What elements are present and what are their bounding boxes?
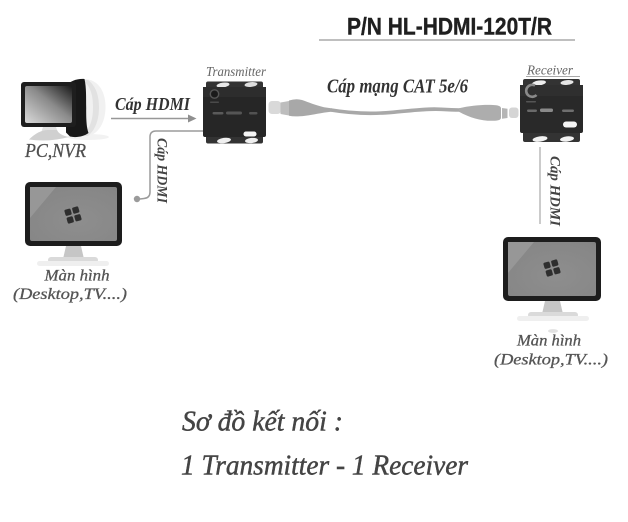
svg-text:1 Transmitter - 1 Receiver: 1 Transmitter - 1 Receiver <box>181 451 468 482</box>
svg-text:Cáp mạng CAT 5e/6: Cáp mạng CAT 5e/6 <box>327 76 468 98</box>
svg-text:PC,NVR: PC,NVR <box>24 140 86 162</box>
svg-text:Màn hình: Màn hình <box>516 333 581 350</box>
svg-text:Transmitter: Transmitter <box>206 65 266 80</box>
svg-text:Màn hình: Màn hình <box>43 268 109 285</box>
svg-text:Cáp HDMI: Cáp HDMI <box>115 94 191 114</box>
svg-text:Sơ đồ kết nối :: Sơ đồ kết nối : <box>182 407 343 438</box>
svg-text:Cáp HDMI: Cáp HDMI <box>547 156 563 227</box>
svg-text:(Desktop,TV....): (Desktop,TV....) <box>13 286 127 303</box>
svg-text:Cáp HDMI: Cáp HDMI <box>154 138 170 204</box>
svg-text:(Desktop,TV....): (Desktop,TV....) <box>494 352 608 369</box>
svg-text:Receiver: Receiver <box>526 63 574 78</box>
svg-text:P/N HL-HDMI-120T/R: P/N HL-HDMI-120T/R <box>347 14 552 41</box>
